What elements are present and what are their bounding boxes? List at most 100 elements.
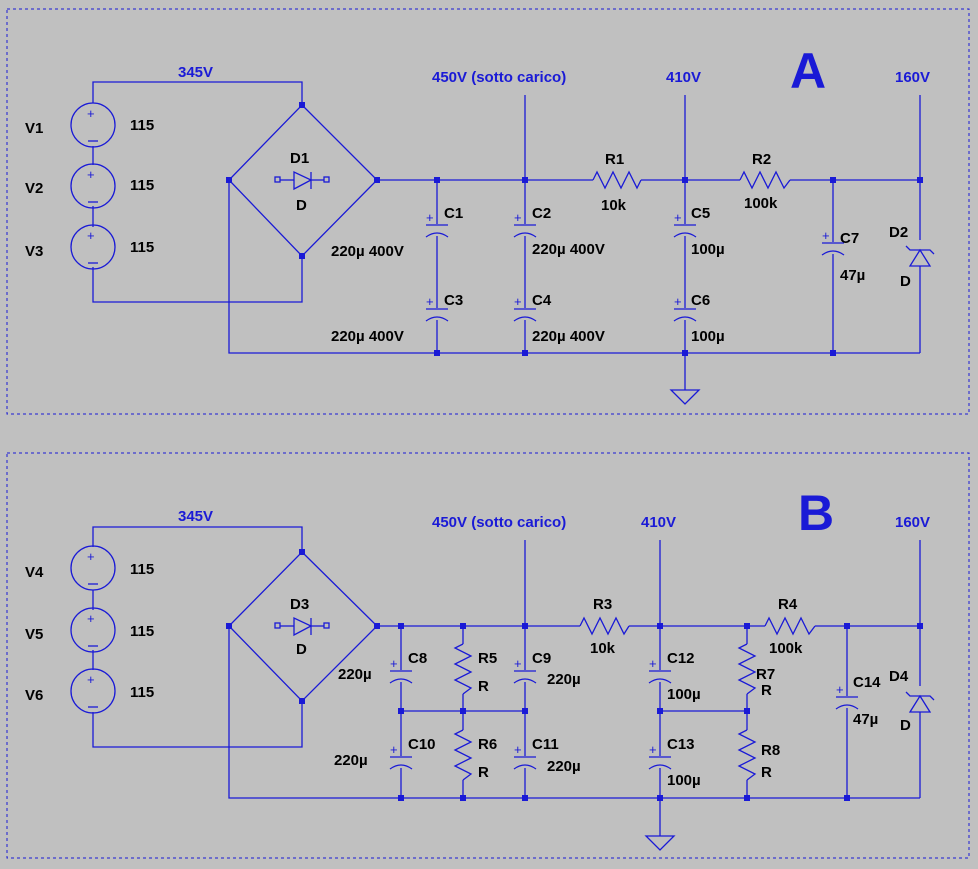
capacitor-c5-icon: + <box>673 210 697 238</box>
v3-name: V3 <box>25 243 43 260</box>
svg-text:+: + <box>836 682 844 697</box>
capacitor-c10-icon: + <box>389 742 413 770</box>
svg-text:+: + <box>514 656 522 671</box>
c9-value: 220µ <box>547 671 581 688</box>
d4-value: D <box>900 717 911 734</box>
capacitor-c4-icon: + <box>513 294 537 322</box>
c4-value: 220µ 400V <box>532 328 605 345</box>
voltage-source-v3: + <box>70 224 116 270</box>
r8-name: R8 <box>761 742 780 759</box>
c11-value: 220µ <box>547 758 581 775</box>
c13-name: C13 <box>667 736 695 753</box>
d3-name: D3 <box>290 596 309 613</box>
svg-text:+: + <box>87 549 95 564</box>
c7-value: 47µ <box>840 267 865 284</box>
diode-d3-icon <box>274 616 330 637</box>
r2-value: 100k <box>744 195 778 212</box>
svg-text:+: + <box>426 294 434 309</box>
v5-value: 115 <box>130 623 154 640</box>
wires-a <box>92 81 921 390</box>
resistor-r6-icon <box>453 729 473 781</box>
r1-name: R1 <box>605 151 624 168</box>
net-label-160v-b: 160V <box>895 514 930 531</box>
d1-name: D1 <box>290 150 309 167</box>
wires-b <box>92 526 921 836</box>
r1-value: 10k <box>601 197 627 214</box>
svg-text:+: + <box>426 210 434 225</box>
r8-value: R <box>761 764 772 781</box>
c9-name: C9 <box>532 650 551 667</box>
svg-text:+: + <box>87 106 95 121</box>
resistor-r8-icon <box>737 729 757 781</box>
diode-d1-icon <box>274 170 330 191</box>
resistor-r1-icon <box>592 170 642 190</box>
v5-name: V5 <box>25 626 43 643</box>
capacitor-c14-icon: + <box>835 682 859 710</box>
section-b-frame <box>6 452 970 859</box>
v2-value: 115 <box>130 177 154 194</box>
capacitor-c8-icon: + <box>389 656 413 684</box>
v6-value: 115 <box>130 684 154 701</box>
svg-text:+: + <box>87 672 95 687</box>
c7-name: C7 <box>840 230 859 247</box>
r6-name: R6 <box>478 736 497 753</box>
section-a-title: A <box>790 43 826 99</box>
ground-b-icon <box>644 835 676 851</box>
c3-value: 220µ 400V <box>331 328 404 345</box>
r7-name: R7 <box>756 666 775 683</box>
svg-text:+: + <box>514 742 522 757</box>
voltage-source-v1: + <box>70 102 116 148</box>
section-b-title: B <box>798 485 834 541</box>
v4-name: V4 <box>25 564 44 581</box>
c14-name: C14 <box>853 674 881 691</box>
svg-text:+: + <box>87 167 95 182</box>
net-label-160v: 160V <box>895 69 930 86</box>
c14-value: 47µ <box>853 711 878 728</box>
junctions-a <box>226 102 923 356</box>
net-label-345v: 345V <box>178 64 213 81</box>
d2-name: D2 <box>889 224 908 241</box>
c10-value: 220µ <box>334 752 368 769</box>
zener-d4-icon <box>905 691 935 713</box>
svg-text:+: + <box>649 656 657 671</box>
c12-value: 100µ <box>667 686 701 703</box>
r7-value: R <box>761 682 772 699</box>
svg-text:+: + <box>87 228 95 243</box>
c8-name: C8 <box>408 650 427 667</box>
c13-value: 100µ <box>667 772 701 789</box>
ground-a-icon <box>669 389 701 405</box>
d2-value: D <box>900 273 911 290</box>
capacitor-c2-icon: + <box>513 210 537 238</box>
c2-name: C2 <box>532 205 551 222</box>
c1-value: 220µ 400V <box>331 243 404 260</box>
net-label-450v-b: 450V (sotto carico) <box>432 514 566 531</box>
voltage-source-v2: + <box>70 163 116 209</box>
net-label-410v-b: 410V <box>641 514 676 531</box>
r3-value: 10k <box>590 640 616 657</box>
d1-value: D <box>296 197 307 214</box>
c8-value: 220µ <box>338 666 372 683</box>
v3-value: 115 <box>130 239 154 256</box>
voltage-source-v6: + <box>70 668 116 714</box>
r2-name: R2 <box>752 151 771 168</box>
net-label-450v: 450V (sotto carico) <box>432 69 566 86</box>
resistor-r5-icon <box>453 643 473 695</box>
voltage-source-v5: + <box>70 607 116 653</box>
svg-text:+: + <box>674 210 682 225</box>
v4-value: 115 <box>130 561 154 578</box>
capacitor-c3-icon: + <box>425 294 449 322</box>
c5-value: 100µ <box>691 241 725 258</box>
c12-name: C12 <box>667 650 695 667</box>
net-label-410v: 410V <box>666 69 701 86</box>
net-label-345v-b: 345V <box>178 508 213 525</box>
v1-value: 115 <box>130 117 154 134</box>
c4-name: C4 <box>532 292 552 309</box>
r3-name: R3 <box>593 596 612 613</box>
v1-name: V1 <box>25 120 43 137</box>
r6-value: R <box>478 764 489 781</box>
v2-name: V2 <box>25 180 43 197</box>
c11-name: C11 <box>532 736 559 753</box>
voltage-source-v4: + <box>70 545 116 591</box>
section-a: A 345V 450V (sotto carico) 410V 160V <box>25 43 935 405</box>
